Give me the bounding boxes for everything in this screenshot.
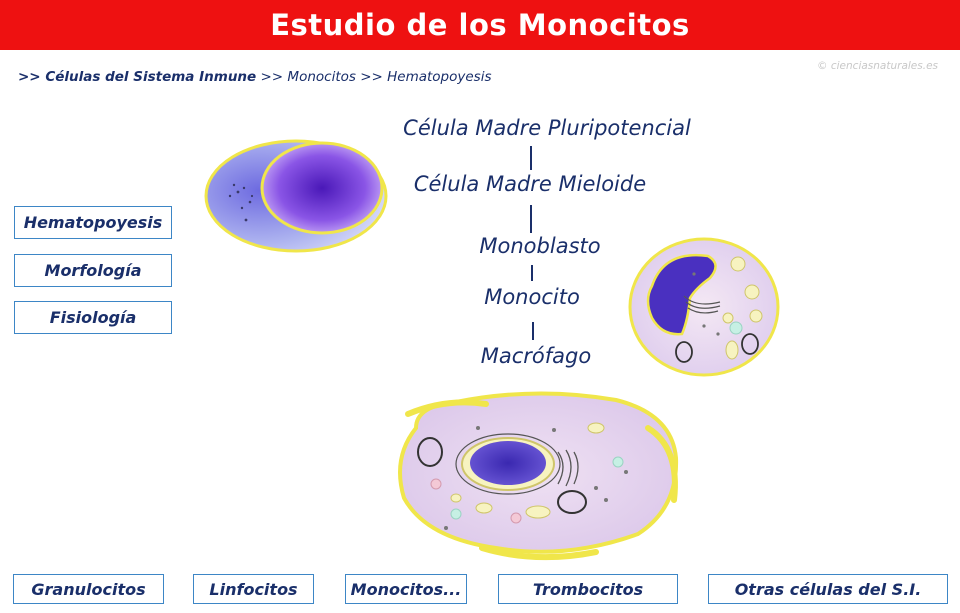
stem-cell-illustration	[204, 139, 388, 253]
nav-button-label: Linfocitos	[209, 579, 298, 599]
sidebar-item-label: Morfología	[44, 261, 142, 280]
nav-linfocitos-button[interactable]: Linfocitos	[193, 574, 314, 604]
macrophage-illustration	[398, 391, 679, 561]
sidebar-item-label: Hematopoyesis	[23, 213, 163, 232]
nav-button-label: Monocitos...	[350, 579, 462, 599]
lineage-connector	[531, 265, 533, 281]
lineage-connector	[530, 146, 532, 170]
header-bar: Estudio de los Monocitos	[0, 0, 960, 50]
breadcrumb-separator: >>	[260, 69, 284, 85]
monocyte-illustration	[628, 237, 780, 377]
breadcrumb-separator: >>	[360, 69, 383, 85]
lineage-connector	[530, 205, 532, 233]
lineage-monoblast: Monoblasto	[479, 234, 601, 258]
nav-button-label: Granulocitos	[31, 579, 146, 599]
sidebar-item-label: Fisiología	[49, 308, 137, 327]
copyright-watermark: © cienciasnaturales.es	[817, 60, 938, 72]
lineage-monocyte: Monocito	[484, 285, 580, 309]
nav-granulocitos-button[interactable]: Granulocitos	[13, 574, 164, 604]
breadcrumb-monocitos-link[interactable]: Monocitos	[287, 69, 356, 85]
nav-trombocitos-button[interactable]: Trombocitos	[498, 574, 678, 604]
lineage-myeloid-stem-cell: Célula Madre Mieloide	[413, 172, 647, 196]
sidebar-item-fisiologia[interactable]: Fisiología	[14, 301, 172, 334]
nav-button-label: Otras células del S.I.	[734, 579, 922, 599]
page-title: Estudio de los Monocitos	[270, 8, 690, 42]
nav-monocitos-button[interactable]: Monocitos...	[345, 574, 467, 604]
lineage-pluripotent-stem-cell: Célula Madre Pluripotencial	[403, 116, 691, 140]
lineage-connector	[532, 322, 534, 340]
breadcrumb-celulas-link[interactable]: Células del Sistema Inmune	[45, 69, 257, 85]
breadcrumb-current: Hematopoyesis	[387, 69, 492, 85]
nav-button-label: Trombocitos	[532, 579, 644, 599]
sidebar-item-morfologia[interactable]: Morfología	[14, 254, 172, 287]
breadcrumb-separator: >>	[18, 69, 41, 85]
breadcrumb: >> Células del Sistema Inmune >> Monocit…	[18, 69, 492, 85]
lineage-macrophage: Macrófago	[480, 344, 592, 368]
nav-otras-celulas-button[interactable]: Otras células del S.I.	[708, 574, 948, 604]
sidebar-item-hematopoyesis[interactable]: Hematopoyesis	[14, 206, 172, 239]
